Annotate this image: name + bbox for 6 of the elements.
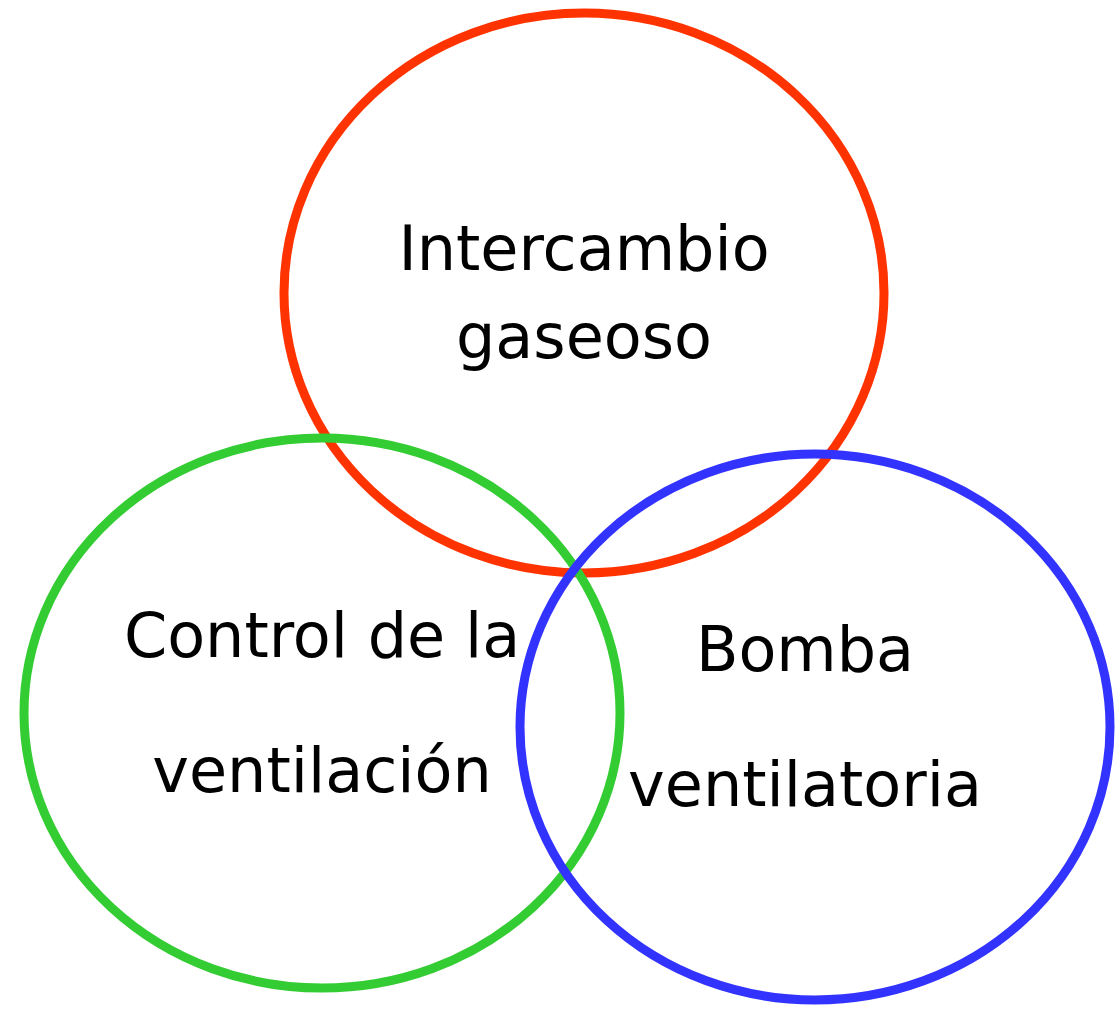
ellipse-node <box>279 8 889 578</box>
node-label: Bomba ventilatoria <box>627 612 983 823</box>
ellipse-node <box>515 449 1115 1005</box>
ellipse-node <box>19 433 625 993</box>
node-label: Control de la ventilación <box>122 598 522 809</box>
node-label: Intercambio gaseoso <box>397 211 771 375</box>
